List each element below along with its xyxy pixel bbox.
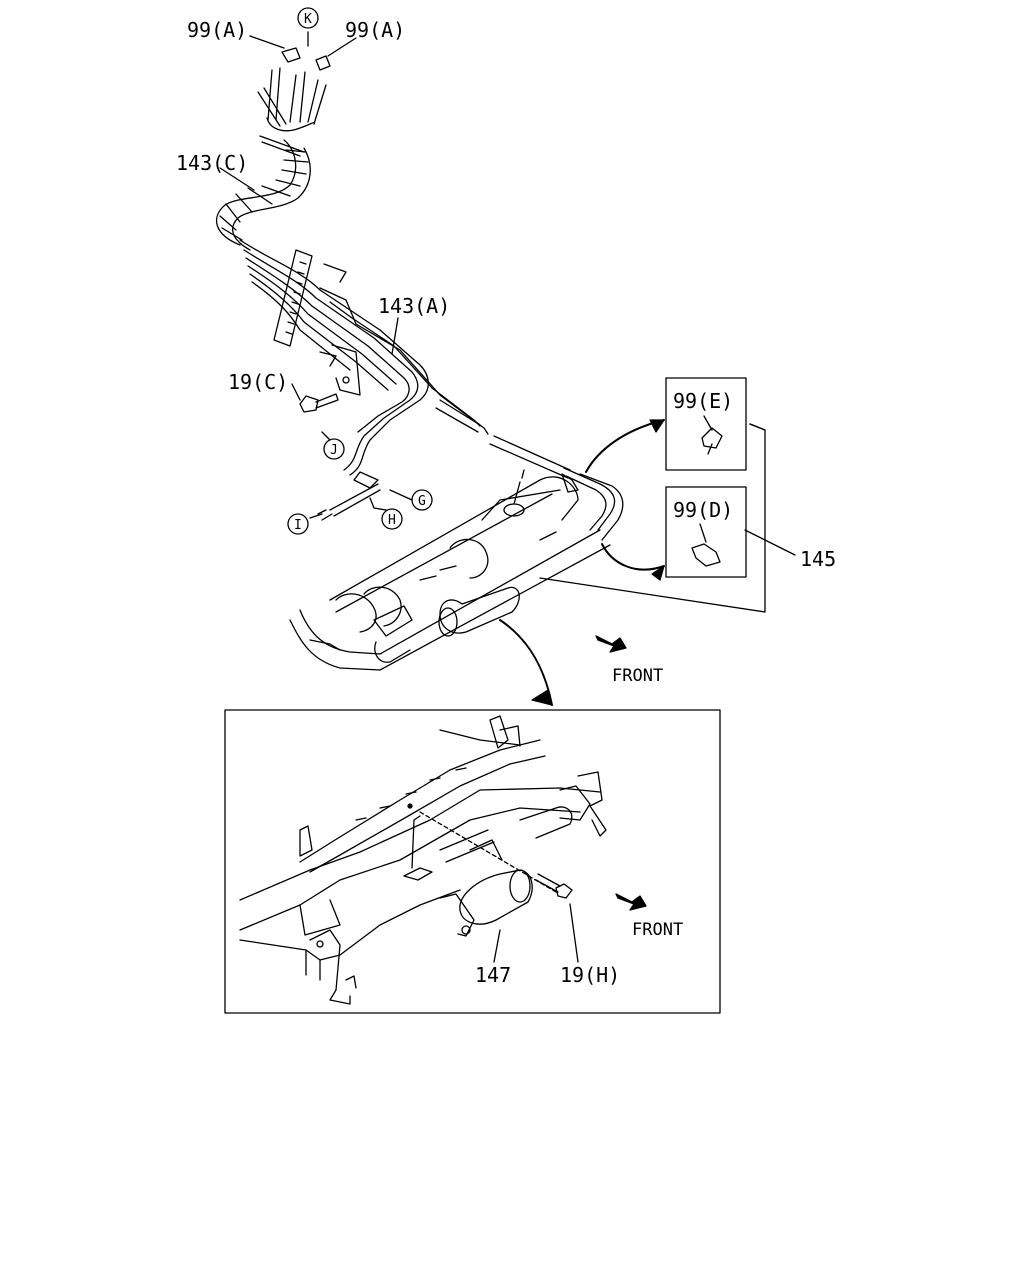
label-ref-g: G [418,494,426,509]
bracket-bolt-19c [299,344,361,413]
inset-damper-147 [403,815,533,937]
corrugated-hose-143c [216,139,311,251]
leader-145-top [749,423,766,431]
hose-tips [257,47,331,157]
front-arrow-icon [595,635,627,653]
label-clip-99a-left: 99(A) [187,18,247,42]
frame-rail-upper [289,529,611,671]
label-front-lower: FRONT [632,920,683,940]
leader-145 [744,529,796,556]
inset-panel [224,709,721,1014]
fuel-lines-lower [317,399,624,541]
inset-leaders [493,903,579,963]
label-ref-j: J [330,443,338,458]
upper-leaders [219,31,413,519]
circle-markers [287,7,433,535]
connector-block [273,249,347,367]
label-bolt-19c: 19(C) [228,370,288,394]
label-hose-143a: 143(A) [378,294,450,318]
label-bolt-19h: 19(H) [560,963,620,987]
detail-box-clip-e [585,377,747,473]
label-damper-147: 147 [475,963,511,987]
detail-box-clip-d [601,486,747,581]
line-bundle [239,239,489,476]
label-hose-143c: 143(C) [176,151,248,175]
label-clip-99e: 99(E) [673,389,733,413]
label-clip-99a-right: 99(A) [345,18,405,42]
labels: 99(A) 99(A) K 143(C) 143(A) 19(C) J G H … [176,12,836,987]
inset-border [224,709,721,1014]
label-ref-h: H [388,513,396,528]
front-arrow-icon [615,893,647,911]
inset-pointer [499,619,553,706]
label-hose-assembly-145: 145 [800,547,836,571]
inset-bolt-19h [419,811,573,899]
label-clip-99d: 99(D) [673,498,733,522]
label-ref-i: I [294,518,302,533]
label-front-upper: FRONT [612,666,663,686]
label-ref-k: K [304,12,312,27]
upper-assembly [216,7,796,706]
tank-and-canister [329,469,579,637]
inset-frame [239,715,607,1005]
